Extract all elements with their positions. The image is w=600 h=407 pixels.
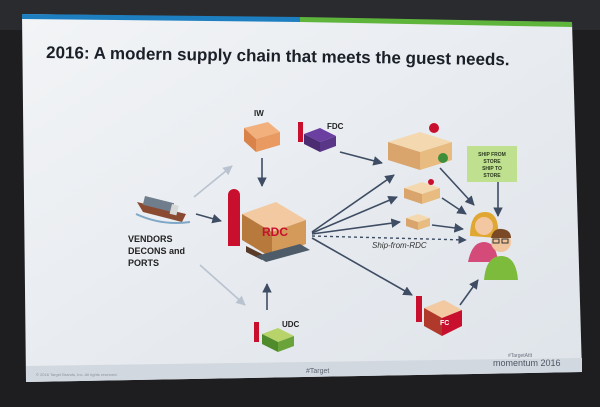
fdc-building-icon: [298, 122, 336, 152]
flow-arrows: [193, 151, 503, 310]
vendors-label-line-1: VENDORS: [128, 234, 173, 244]
arrow-rdc-to-store-medium: [311, 195, 398, 234]
arrow-ship-from-rdc: [311, 235, 467, 245]
rdc-distribution-center-icon: [228, 189, 310, 262]
arrow-store-to-guest: [439, 167, 475, 206]
arrow-rdc-to-store-large: [311, 174, 395, 233]
brand-tagline: #TargetAtIt: [508, 353, 533, 359]
arrow-fc-to-guest: [459, 279, 479, 306]
udc-building-icon: [254, 322, 294, 352]
arrow-vendors-to-rdc: [195, 213, 222, 224]
title-accent-bar-green: [300, 17, 572, 27]
ship-note-line-2: STORE: [483, 159, 501, 165]
arrow-vendors-to-udc: [199, 264, 246, 306]
slide-footer-strip: [26, 358, 582, 382]
fc-fulfillment-center-icon: [416, 296, 462, 336]
vendors-label-line-3: PORTS: [128, 258, 159, 268]
rdc-label: RDC: [262, 225, 288, 239]
arrow-store-medium-to-guest: [441, 197, 467, 215]
arrow-vendors-to-iw: [193, 165, 233, 198]
small-store-icon: [406, 214, 430, 230]
guest-man-icon: [484, 228, 518, 280]
cargo-ship-icon: [135, 196, 191, 224]
guest-woman-icon: [468, 212, 499, 262]
fc-label: FC: [440, 320, 449, 327]
fine-print: © 2016 Target Brands, Inc. All rights re…: [36, 372, 118, 377]
arrow-rdc-to-store-small: [311, 218, 401, 235]
ship-note-line-1: SHIP FROM: [478, 152, 506, 158]
ship-note-line-3: SHIP TO: [482, 166, 502, 172]
vendors-label-line-2: DECONS and: [128, 246, 185, 256]
title-accent-bar-blue: [22, 14, 300, 22]
large-store-icon: [388, 123, 452, 170]
ship-from-rdc-label: Ship-from-RDC: [372, 241, 427, 250]
udc-label: UDC: [282, 320, 300, 329]
brand-momentum: momentum 2016: [493, 358, 561, 368]
arrow-rdc-to-fc: [311, 237, 413, 296]
medium-store-icon: [404, 179, 440, 204]
footer-hashtag: #Target: [306, 368, 329, 375]
slide-surface: [22, 14, 582, 382]
arrow-fdc-to-store: [339, 151, 383, 166]
fdc-label: FDC: [327, 122, 344, 131]
ship-from-store-note: [467, 146, 517, 182]
iw-label: IW: [254, 109, 264, 118]
ship-note-line-4: STORE: [483, 173, 501, 179]
arrow-store-small-to-guest: [431, 223, 464, 233]
iw-warehouse-icon: [244, 122, 280, 152]
